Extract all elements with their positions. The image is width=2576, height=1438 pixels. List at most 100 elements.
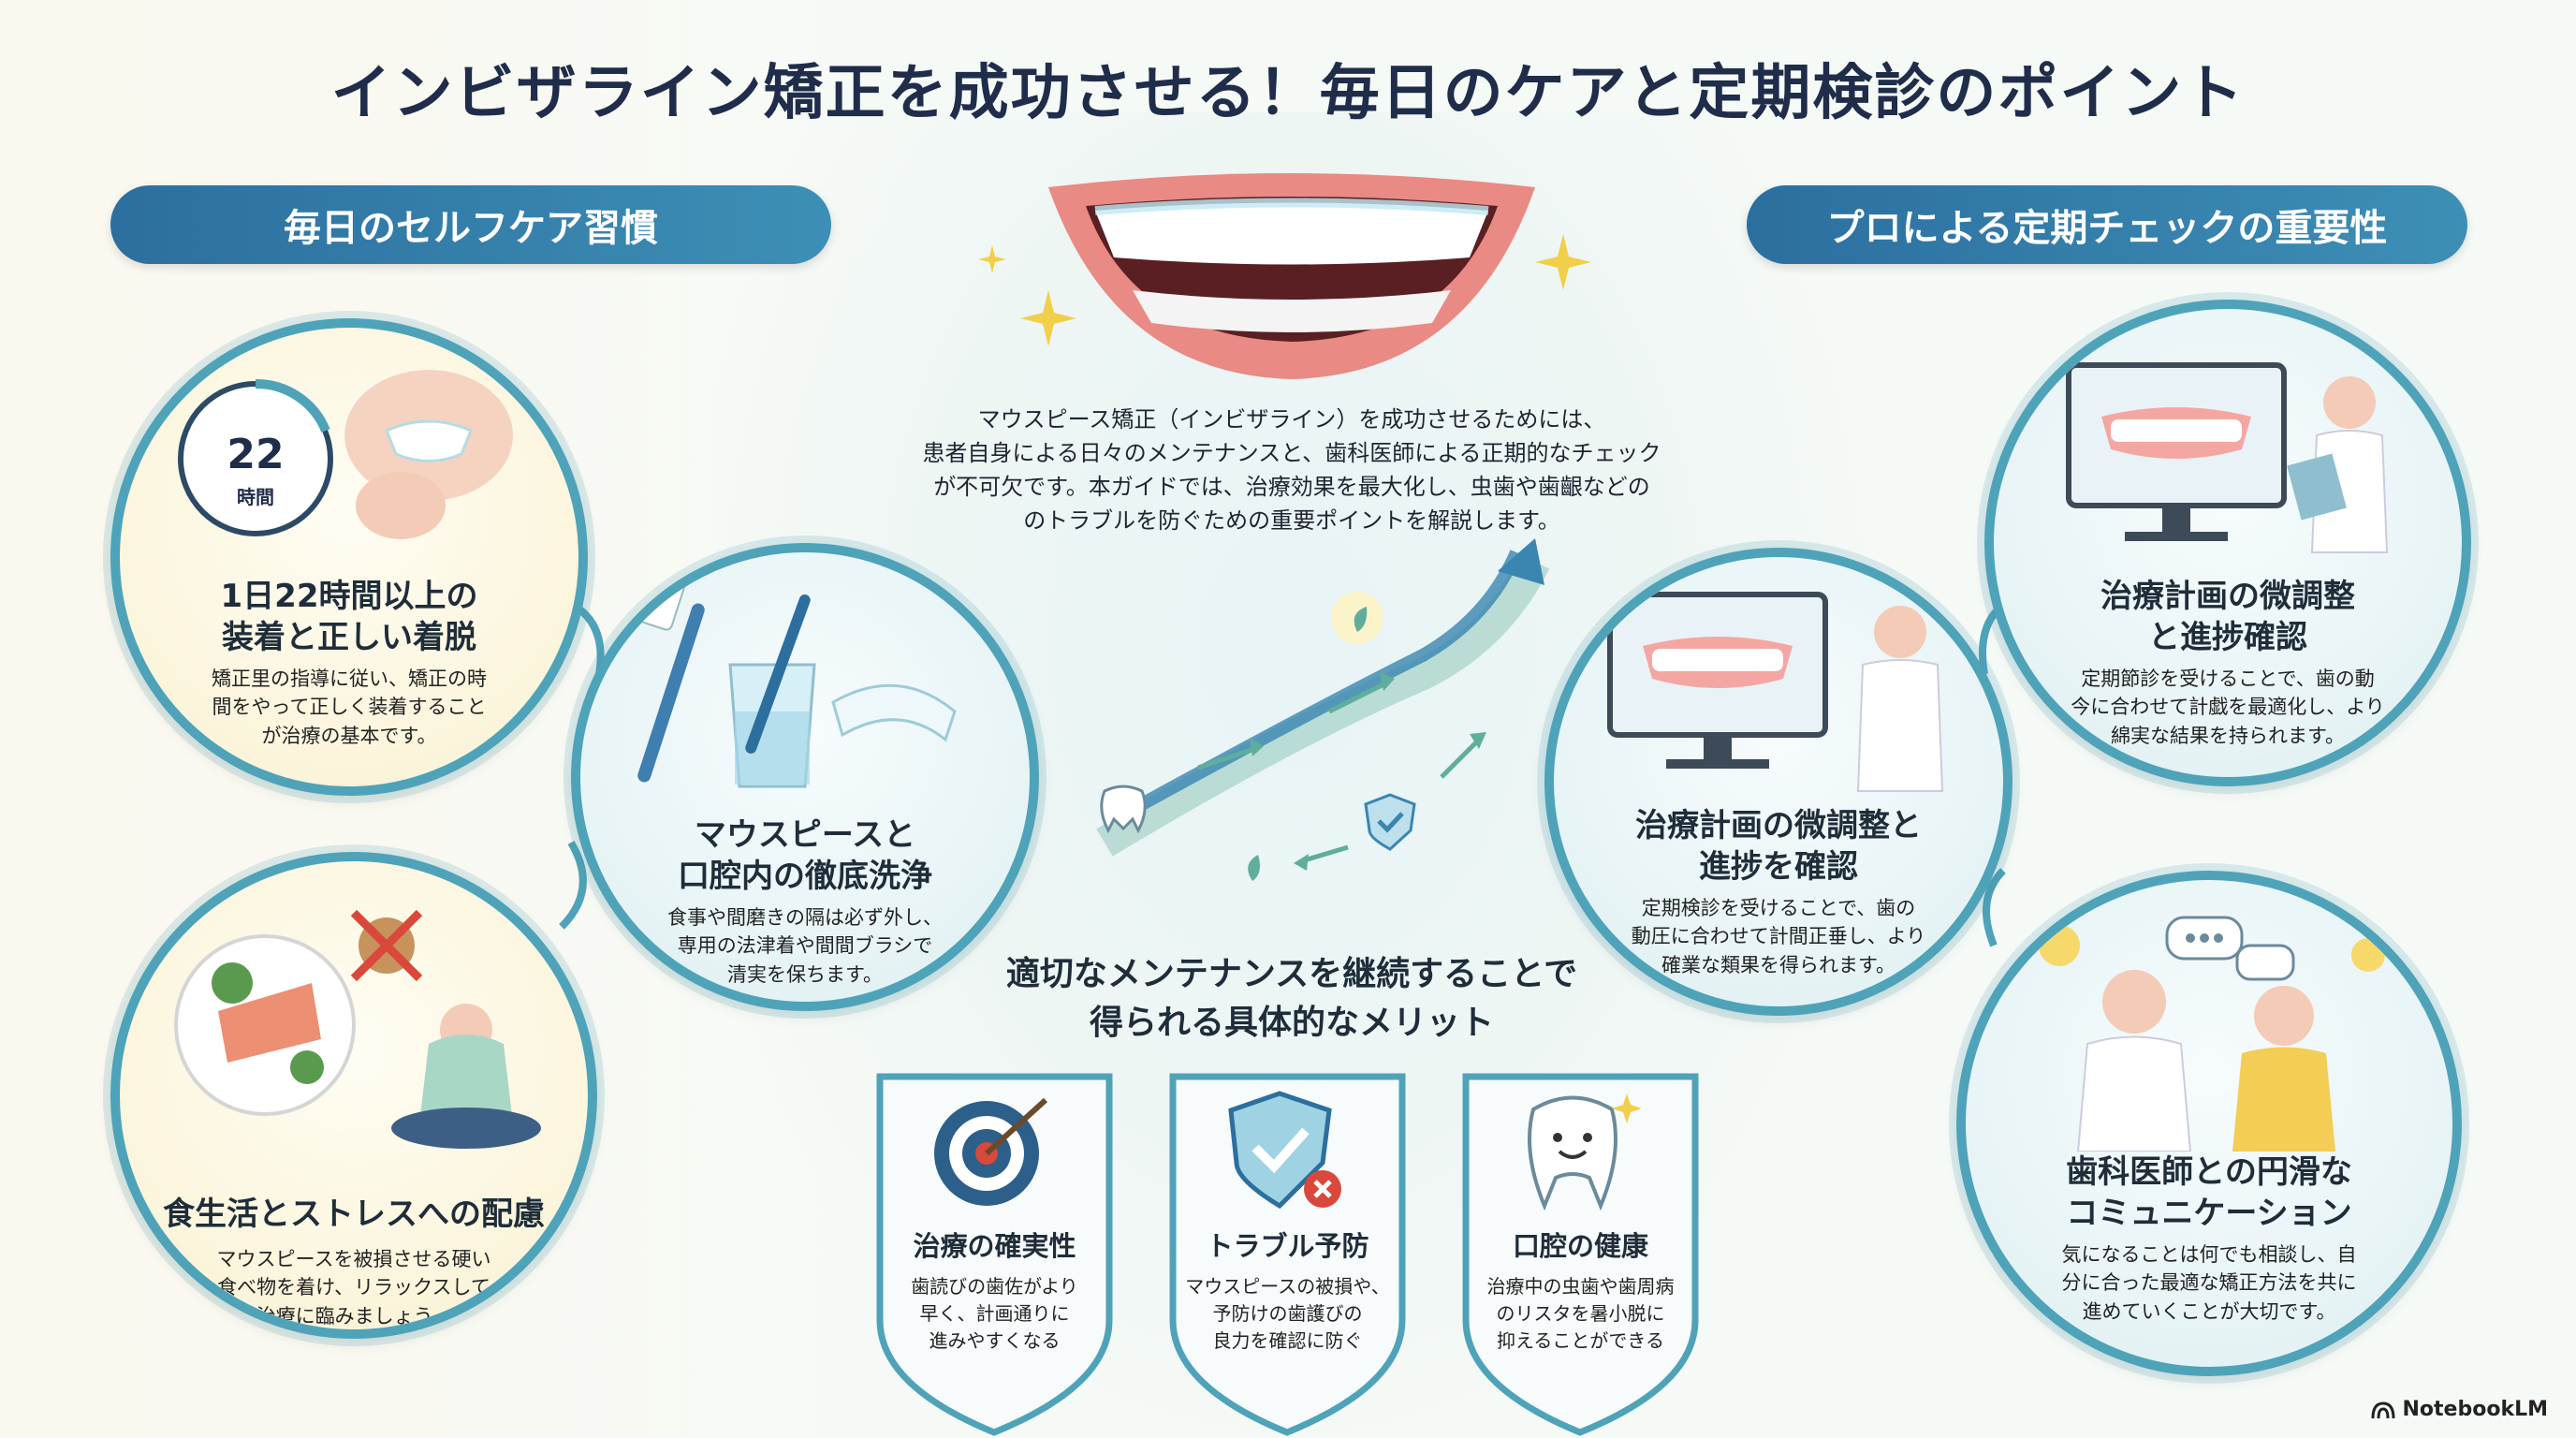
notebooklm-logo-icon <box>2371 1401 2395 1418</box>
tooth-icon <box>1100 785 1147 834</box>
leaf-icon <box>1248 855 1260 881</box>
merit-body-line: のリスタを暑小脱に <box>1496 1302 1665 1325</box>
card-title: 食生活とストレスへの配慮 <box>157 1194 550 1235</box>
card-cleaning: マウスピースと 口腔内の徹底洗浄 食事や間磨きの隔は必ず外し、 専用の法津着や間… <box>571 543 1039 1011</box>
shield-check-icon <box>1228 1091 1341 1210</box>
merit-body-line: 良力を確認に防ぐ <box>1212 1329 1363 1352</box>
card-body-line: 間をやって正しく装着すること <box>212 696 487 719</box>
card-title: 治療計画の微調整 と進捗確認 <box>2031 576 2424 658</box>
card-body-line: 定期節診を受けることで、歯の動 <box>2081 668 2375 690</box>
card-body-line: 清実を保ちます。 <box>727 962 883 986</box>
clock-and-aligner-illustration <box>178 370 513 539</box>
card-title-line: 進捗を確認 <box>1699 848 1858 887</box>
card-body-line: 食事や間磨きの隔は必ず外し、 <box>667 906 943 929</box>
card-title-line: 食生活とストレスへの配慮 <box>163 1196 545 1233</box>
monitor-dentist-illustration <box>2066 362 2389 553</box>
card-title: 1日22時間以上の 装着と正しい着脱 <box>157 576 541 658</box>
toothbrush-cup-illustration <box>637 567 957 788</box>
card-title-line: と進捗確認 <box>2148 619 2307 657</box>
intro-line: 患者自身による日々のメンテナンスと、歯科医師による正期的なチェック <box>922 440 1661 466</box>
card-body-line: 専用の法津着や間間ブラシで <box>677 934 933 958</box>
card-plan-adjust: 治療計画の微調整 と進捗確認 定期節診を受けることで、歯の動 今に合わせて計戯を… <box>1984 300 2471 786</box>
food-and-meditation-illustration <box>174 909 541 1149</box>
shield-check-icon <box>1364 793 1416 851</box>
intro-line: マウスピース矯正（インビザライン）を成功させるためには、 <box>977 406 1606 433</box>
card-body: 定期節診を受けることで、歯の動 今に合わせて計戯を最適化し、より 綿実な結果を持… <box>2059 665 2396 750</box>
brand-watermark: NotebookLM <box>2371 1398 2548 1421</box>
card-title-line: 治療計画の微調整と <box>1635 807 1922 844</box>
smiling-tooth-icon <box>1528 1093 1642 1211</box>
merit-oral-health: 口腔の健康 治療中の虫歯や歯周病 のリスタを暑小脱に 抑えることができる <box>1447 1067 1714 1438</box>
sparkle-icon <box>978 245 1006 273</box>
brand-name: NotebookLM <box>2402 1398 2548 1421</box>
clock-unit: 時間 <box>237 486 274 508</box>
card-body: 食事や間磨きの隔は必ず外し、 専用の法津着や間間ブラシで 清実を保ちます。 <box>646 903 964 989</box>
card-communication: 歯科医師との円滑な コミュニケーション 気になることは何でも相談し、自 分に合っ… <box>1956 871 2462 1376</box>
merit-body-line: 進みやすくなる <box>929 1329 1061 1352</box>
clock-number: 22 <box>227 431 285 478</box>
page-title: インビザライン矯正を成功させる！毎日のケアと定期検診のポイント <box>330 59 2246 128</box>
target-icon <box>934 1097 1048 1206</box>
merit-body-line: 治療中の虫歯や歯周病 <box>1486 1275 1675 1298</box>
sparkle-icon <box>1020 290 1076 346</box>
card-plan-progress: 治療計画の微調整と 進捗を確認 定期検診を受けることで、歯の 動圧に合わせて計間… <box>1544 548 2012 1016</box>
card-body-line: 定期検診を受けることで、歯の <box>1641 897 1916 919</box>
sparkle-icon <box>1535 234 1591 290</box>
merits-heading-line: 得られる具体的なメリット <box>1089 1004 1494 1043</box>
card-body-line: マウスピースを被損させる硬い <box>216 1248 491 1270</box>
card-body-line: 綿実な結果を持られます。 <box>2111 724 2345 747</box>
card-title-line: 口腔内の徹底洗浄 <box>678 858 932 896</box>
card-body: 気になることは何でも相談し、自 分に合った最適な矯正方法を共に 進めていくことが… <box>2031 1240 2387 1326</box>
smile-illustration <box>1048 173 1535 379</box>
card-title: 歯科医師との円滑な コミュニケーション <box>2003 1152 2415 1234</box>
card-title-line: 歯科医師との円滑な <box>2066 1153 2352 1191</box>
consultation-illustration <box>2039 916 2385 1152</box>
shield-frame <box>1462 1073 1699 1436</box>
merit-title: 口腔の健康 <box>1512 1230 1648 1262</box>
card-body-line: 今に合わせて計戯を最適化し、より <box>2071 696 2385 719</box>
merit-body-line: 予防けの歯護びの <box>1212 1302 1363 1325</box>
section-label-self-care: 毎日のセルフケア習慣 <box>110 185 831 264</box>
merit-certainty: 治療の確実性 歯読びの歯佐がより 早く、計画通りに 進みやすくなる <box>861 1067 1128 1438</box>
leaf-icon <box>1331 592 1383 644</box>
intro-line: が不可欠です。本ガイドでは、治療効果を最大化し、虫歯や歯齦などの <box>933 474 1650 500</box>
card-body-line: 動圧に合わせて計間正垂し、より <box>1631 925 1926 948</box>
card-body-line: 食べ物を着け、リラックスして <box>217 1276 490 1299</box>
card-body-line: 確業な類果を得られます。 <box>1661 953 1895 976</box>
intro-line: のトラブルを防ぐための重要ポイントを解説します。 <box>1023 507 1560 534</box>
card-title-line: 治療計画の微調整 <box>2100 578 2355 615</box>
card-title: 治療計画の微調整と 進捗を確認 <box>1591 805 1966 888</box>
card-title-line: 装着と正しい着脱 <box>222 619 476 657</box>
card-body-line: 分に合った最適な矯正方法を共に <box>2061 1271 2357 1295</box>
shield-frame <box>1169 1073 1406 1436</box>
merit-body-line: 抑えることができる <box>1497 1329 1664 1352</box>
card-body: マウスピースを被損させる硬い 食べ物を着け、リラックスして 治療に臨みましょう。 <box>185 1245 522 1329</box>
merits-heading-line: 適切なメンテナンスを継続することで <box>1005 955 1578 993</box>
card-body-line: 矯正里の指導に従い、矯正の時 <box>212 668 487 690</box>
card-body-line: が治療の基本です。 <box>261 724 437 747</box>
monitor-dentist-illustration <box>1607 592 1944 792</box>
merit-title: トラブル予防 <box>1206 1230 1369 1262</box>
merits-heading: 適切なメンテナンスを継続することで 得られる具体的なメリット <box>964 950 1619 1048</box>
merit-body: マウスピースの被損や、 予防けの歯護びの 良力を確認に防ぐ <box>1178 1273 1397 1355</box>
card-body-line: 気になることは何でも相談し、自 <box>2061 1243 2357 1266</box>
card-title-line: 1日22時間以上の <box>220 578 478 615</box>
merit-body: 歯読びの歯佐がより 早く、計画通りに 進みやすくなる <box>886 1273 1104 1355</box>
card-diet-stress: 食生活とストレスへの配慮 マウスピースを被損させる硬い 食べ物を着け、リラックス… <box>110 852 597 1339</box>
card-title-line: コミュニケーション <box>2066 1195 2352 1233</box>
merit-trouble-prevention: トラブル予防 マウスピースの被損や、 予防けの歯護びの 良力を確認に防ぐ <box>1154 1067 1421 1438</box>
card-title-line: マウスピースと <box>694 816 916 854</box>
merit-body-line: マウスピースの被損や、 <box>1185 1275 1390 1298</box>
intro-text: マウスピース矯正（インビザライン）を成功させるためには、 患者自身による日々のメ… <box>899 403 1685 537</box>
merit-title: 治療の確実性 <box>913 1230 1076 1262</box>
section-label-pro-check: プロによる定期チェックの重要性 <box>1747 185 2467 264</box>
merit-body: 治療中の虫歯や歯周病 のリスタを暑小脱に 抑えることができる <box>1471 1273 1690 1355</box>
card-body-line: 進めていくことが大切です。 <box>2082 1299 2336 1323</box>
merit-body-line: 歯読びの歯佐がより <box>911 1275 1078 1298</box>
card-title: マウスピースと 口腔内の徹底洗浄 <box>618 814 992 897</box>
card-body: 定期検診を受けることで、歯の 動圧に合わせて計間正垂し、より 確業な類果を得られ… <box>1619 894 1938 979</box>
card-wear-time: 22 時間 1日22時間以上の 装着と正しい着脱 矯正里の指導に従い、矯正の時 … <box>110 318 588 796</box>
card-body-line: 治療に臨みましょう。 <box>256 1304 452 1328</box>
merit-body-line: 早く、計画通りに <box>919 1302 1070 1325</box>
card-body: 矯正里の指導に従い、矯正の時 間をやって正しく装着すること が治療の基本です。 <box>185 665 513 750</box>
